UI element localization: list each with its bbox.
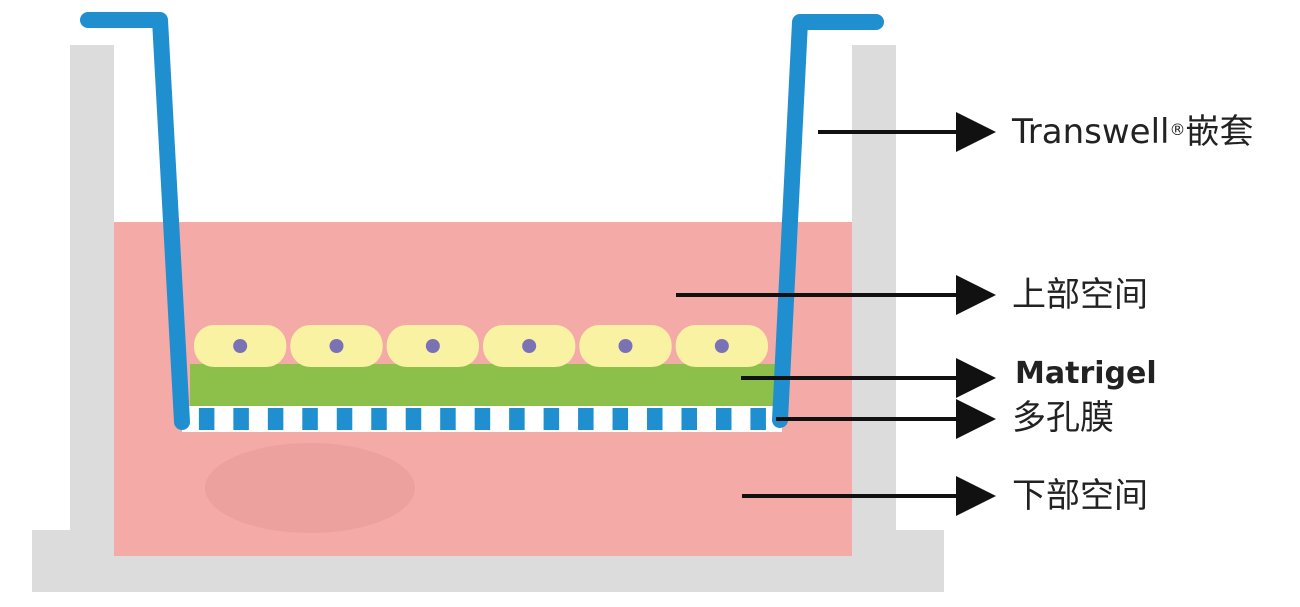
cell-nucleus bbox=[425, 339, 440, 353]
membrane-pore bbox=[647, 408, 663, 430]
cell-nucleus bbox=[329, 339, 344, 353]
membrane-pore bbox=[509, 408, 525, 430]
membrane-pore bbox=[267, 408, 284, 430]
membrane-pore bbox=[543, 408, 560, 430]
label-insert-prefix: Transwell bbox=[1012, 112, 1170, 152]
membrane-pores bbox=[198, 408, 766, 430]
cell-nucleus bbox=[714, 339, 729, 353]
transwell-insert-right-wall bbox=[772, 14, 884, 428]
membrane-pore bbox=[371, 408, 387, 430]
porous-membrane bbox=[182, 406, 782, 432]
cell-layer bbox=[194, 325, 768, 367]
matrigel-layer bbox=[190, 364, 775, 408]
outer-well-right-wall bbox=[852, 45, 896, 565]
label-upper-chamber: 上部空间 bbox=[1012, 275, 1148, 315]
transwell-insert-left-wall bbox=[80, 12, 190, 430]
label-transwell-insert: Transwell®嵌套 bbox=[1012, 112, 1253, 152]
membrane-pore bbox=[681, 408, 697, 430]
label-porous-membrane: 多孔膜 bbox=[1012, 398, 1114, 438]
membrane-pore bbox=[578, 408, 594, 430]
membrane-pore bbox=[302, 408, 318, 430]
cell-nucleus bbox=[233, 339, 248, 353]
membrane-pore bbox=[474, 408, 491, 430]
membrane-pore bbox=[715, 408, 732, 430]
label-lower-chamber: 下部空间 bbox=[1012, 476, 1148, 516]
label-matrigel: Matrigel bbox=[1015, 356, 1157, 391]
label-insert-suffix: 嵌套 bbox=[1185, 112, 1254, 152]
membrane-pore bbox=[612, 408, 629, 430]
membrane-pore bbox=[405, 408, 422, 430]
membrane-pore bbox=[198, 408, 215, 430]
registered-mark: ® bbox=[1169, 120, 1186, 139]
cell-nucleus bbox=[618, 339, 633, 353]
membrane-pore bbox=[750, 408, 766, 430]
membrane-pore bbox=[336, 408, 353, 430]
membrane-pore bbox=[440, 408, 456, 430]
outer-well-left-wall bbox=[70, 45, 114, 565]
membrane-pore bbox=[233, 408, 249, 430]
cell-nucleus bbox=[522, 339, 537, 353]
medium-shadow bbox=[205, 443, 415, 533]
